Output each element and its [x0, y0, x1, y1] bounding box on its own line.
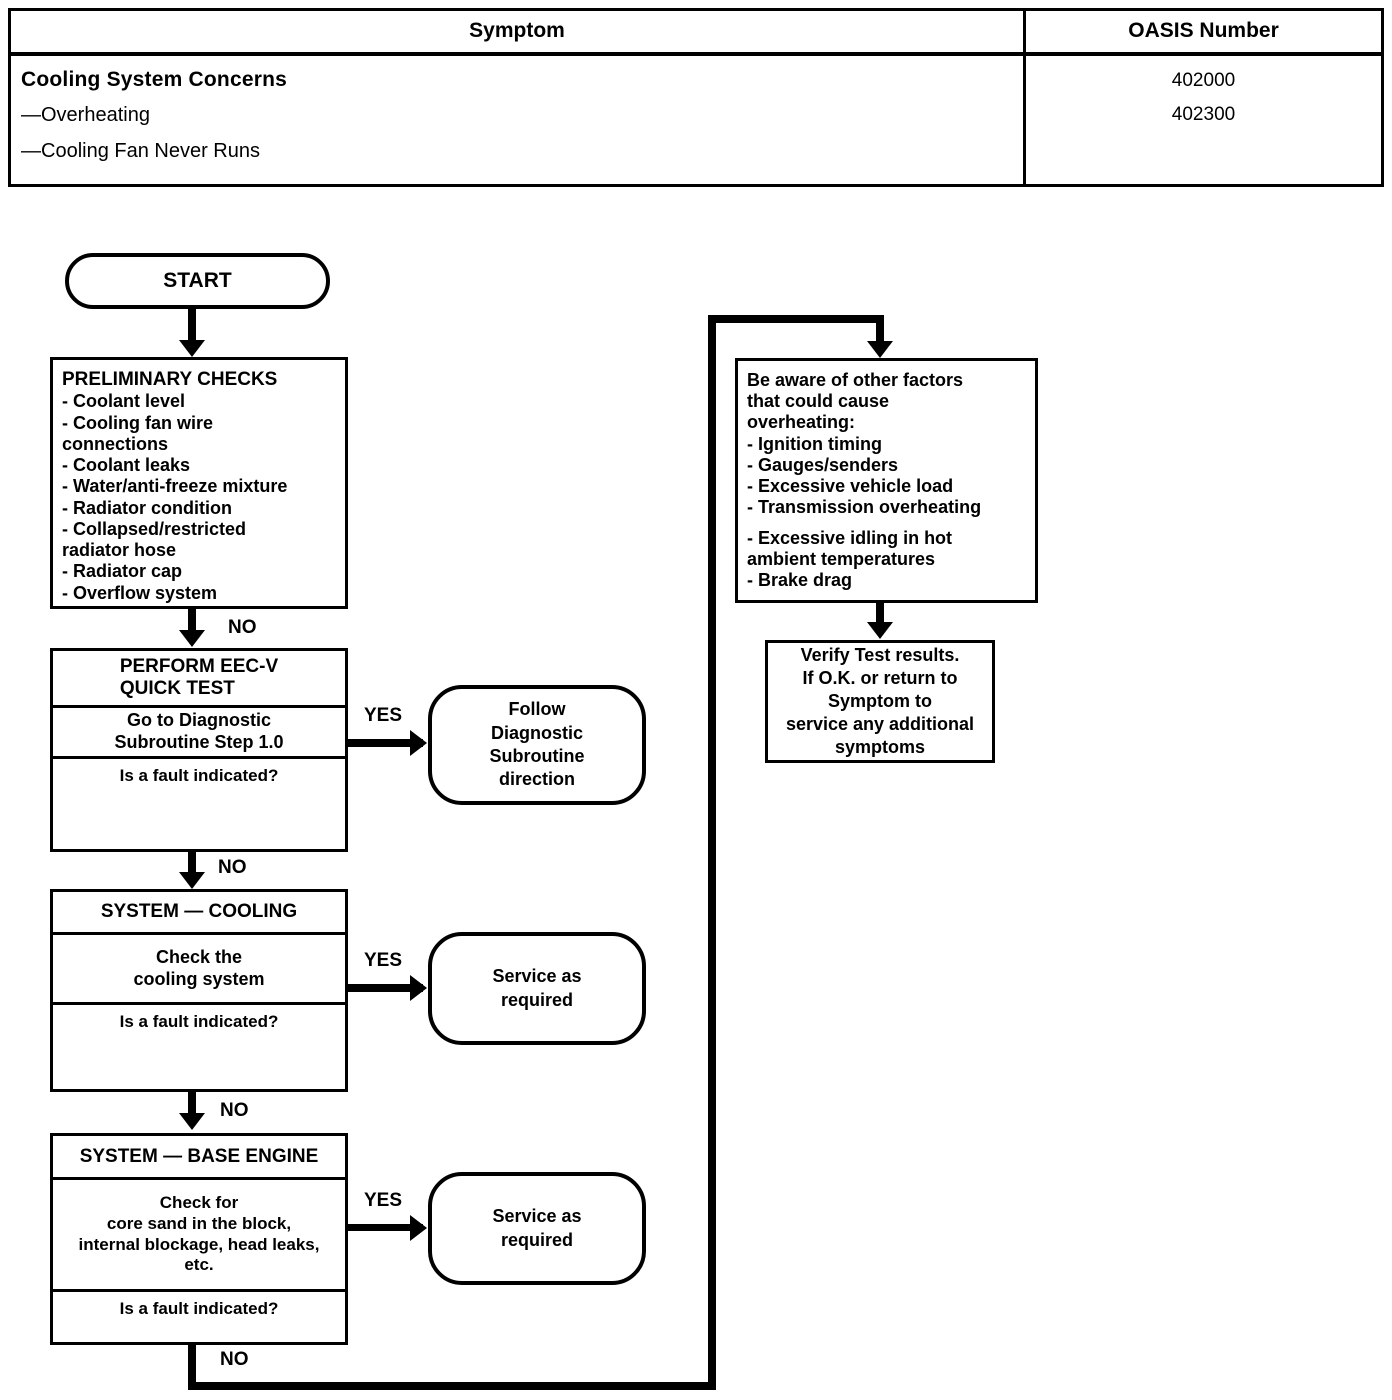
table-body-row: Cooling System Concerns —Overheating —Co…	[11, 56, 1381, 184]
oasis-cell: 402000 402300	[1023, 56, 1381, 184]
arrowhead-down-preliminary	[179, 340, 205, 357]
table-header-row: Symptom OASIS Number	[11, 11, 1381, 56]
system-base-engine-box: SYSTEM — BASE ENGINE Check for core sand…	[50, 1133, 348, 1345]
preliminary-item: - Overflow system	[62, 582, 218, 603]
cooling-question: Is a fault indicated?	[119, 1012, 279, 1031]
base-engine-instruction: Check for core sand in the block, intern…	[53, 1180, 345, 1292]
other-factor-item: - Brake drag	[747, 570, 853, 591]
label-yes-eecv: YES	[364, 705, 403, 726]
base-engine-header: SYSTEM — BASE ENGINE	[53, 1136, 345, 1180]
list-spacer	[747, 519, 1027, 528]
service-as-required-base-terminator: Service as required	[428, 1172, 646, 1285]
preliminary-item: - Water/anti-freeze mixture	[62, 476, 288, 497]
preliminary-item: connections	[62, 433, 169, 454]
cooling-instruction: Check the cooling system	[53, 935, 345, 1005]
eecv-question: Is a fault indicated?	[119, 766, 279, 785]
other-factors-box: Be aware of other factors that could cau…	[735, 358, 1038, 603]
other-factor-item: ambient temperatures	[747, 548, 936, 569]
arrowhead-down-verify	[867, 622, 893, 639]
other-factors-content: Be aware of other factors that could cau…	[738, 361, 1035, 595]
connector-start-to-preliminary	[188, 309, 196, 342]
service-as-required-cooling-terminator: Service as required	[428, 932, 646, 1045]
label-no-eecv: NO	[218, 857, 247, 878]
label-no-base: NO	[220, 1349, 249, 1370]
connector-other-factors-to-verify	[876, 603, 884, 626]
other-factor-item: - Ignition timing	[747, 433, 882, 454]
start-terminator: START	[65, 253, 330, 309]
preliminary-item: - Cooling fan wire	[62, 412, 213, 433]
eecv-header: PERFORM EEC-V QUICK TEST	[53, 651, 345, 708]
preliminary-item: - Radiator condition	[62, 497, 232, 518]
arrowhead-down-base-engine	[179, 1113, 205, 1130]
arrowhead-right-follow-subroutine	[410, 730, 427, 756]
arrowhead-right-service-base	[410, 1215, 427, 1241]
cooling-header: SYSTEM — COOLING	[53, 892, 345, 935]
arrowhead-right-service-cooling	[410, 975, 427, 1001]
label-no-cooling: NO	[220, 1100, 249, 1121]
connector-eecv-to-cooling	[188, 852, 196, 874]
symptom-item: —Cooling Fan Never Runs	[21, 140, 260, 162]
preliminary-checks-title: PRELIMINARY CHECKS	[62, 369, 278, 390]
other-factor-item: - Gauges/senders	[747, 454, 899, 475]
preliminary-checks-content: PRELIMINARY CHECKS - Coolant level - Coo…	[53, 360, 345, 608]
column-header-symptom: Symptom	[469, 19, 565, 42]
column-header-oasis: OASIS Number	[1023, 11, 1381, 52]
symptom-title: Cooling System Concerns	[21, 68, 287, 91]
oasis-number: 402000	[1171, 70, 1236, 91]
preliminary-checks-box: PRELIMINARY CHECKS - Coolant level - Coo…	[50, 357, 348, 609]
connector-top-horizontal	[708, 315, 884, 323]
other-factor-item: - Transmission overheating	[747, 497, 982, 518]
follow-subroutine-terminator: Follow Diagnostic Subroutine direction	[428, 685, 646, 805]
connector-cooling-yes	[348, 984, 423, 992]
arrowhead-down-cooling	[179, 872, 205, 889]
label-no-preliminary: NO	[228, 617, 257, 638]
other-factor-item: - Excessive vehicle load	[747, 476, 954, 497]
connector-base-engine-yes	[348, 1224, 423, 1231]
oasis-number: 402300	[1171, 104, 1236, 125]
symptom-oasis-table: Symptom OASIS Number Cooling System Conc…	[8, 8, 1384, 187]
arrowhead-down-other-factors	[867, 341, 893, 358]
connector-into-other-factors	[876, 318, 884, 345]
preliminary-item: - Collapsed/restricted	[62, 518, 247, 539]
preliminary-item: - Radiator cap	[62, 561, 183, 582]
label-yes-base: YES	[364, 1190, 403, 1211]
base-engine-question: Is a fault indicated?	[119, 1299, 279, 1318]
eecv-instruction: Go to Diagnostic Subroutine Step 1.0	[53, 708, 345, 759]
connector-cooling-to-base-engine	[188, 1092, 196, 1115]
symptom-cell: Cooling System Concerns —Overheating —Co…	[11, 56, 1023, 184]
symptom-item: —Overheating	[21, 104, 150, 126]
system-cooling-box: SYSTEM — COOLING Check the cooling syste…	[50, 889, 348, 1092]
verify-test-results-box: Verify Test results. If O.K. or return t…	[765, 640, 995, 763]
arrowhead-down-eecv	[179, 630, 205, 647]
preliminary-item: radiator hose	[62, 540, 177, 561]
eecv-quick-test-box: PERFORM EEC-V QUICK TEST Go to Diagnosti…	[50, 648, 348, 852]
connector-bottom-horizontal	[188, 1382, 716, 1390]
preliminary-item: - Coolant level	[62, 391, 186, 412]
connector-right-riser	[708, 315, 716, 1387]
preliminary-item: - Coolant leaks	[62, 455, 191, 476]
label-yes-cooling: YES	[364, 950, 403, 971]
other-factor-item: - Excessive idling in hot	[747, 527, 953, 548]
connector-base-no-down	[188, 1345, 196, 1389]
other-factors-intro: Be aware of other factors that could cau…	[747, 370, 964, 433]
connector-eecv-yes	[348, 739, 423, 747]
connector-preliminary-to-eecv	[188, 609, 196, 632]
